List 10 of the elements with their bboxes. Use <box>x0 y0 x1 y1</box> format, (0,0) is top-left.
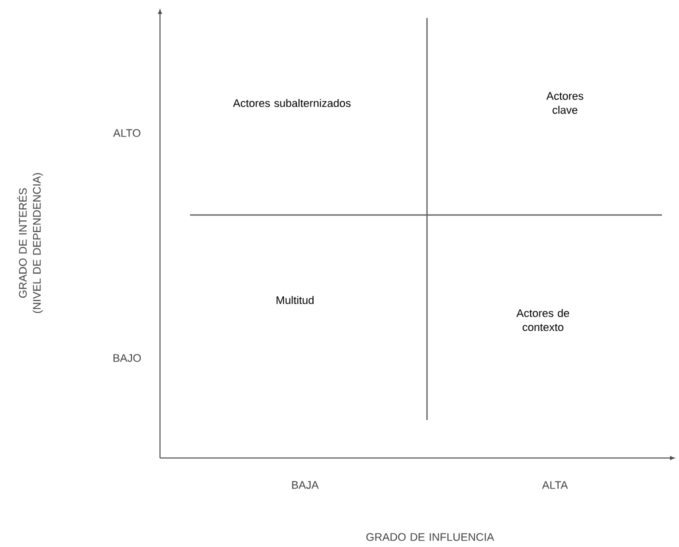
quadrant-label: Actores clave <box>546 92 584 114</box>
axis-title: GRADO DE INFLUENCIA <box>366 533 494 541</box>
tick-label: ALTO <box>113 129 140 137</box>
axis-title: GRADO DE INTERÉS (NIVEL DE DEPENDENCIA) <box>17 173 43 313</box>
tick-label: ALTA <box>542 481 568 489</box>
quadrant-label: Actores subalternizados <box>233 98 351 108</box>
quadrant-label: Actores de contexto <box>516 308 570 332</box>
tick-label: BAJO <box>114 354 141 362</box>
tick-label: BAJA <box>292 481 319 489</box>
quadrant-label: Multitud <box>276 296 314 304</box>
